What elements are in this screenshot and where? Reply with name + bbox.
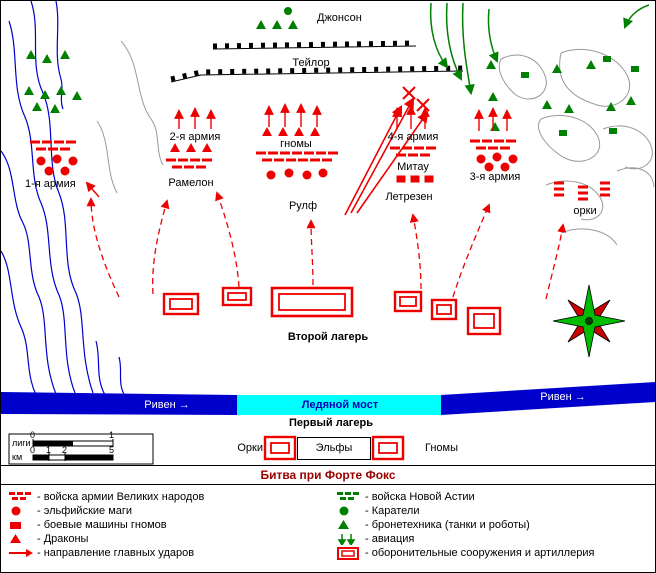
red-army2-units	[166, 143, 212, 169]
legend-label: - войска Новой Астии	[365, 491, 475, 503]
label-riven-right: Ривен →	[540, 391, 586, 403]
scale-km-tick-5: 5	[109, 445, 115, 455]
label-camp-orcs: Орки	[237, 442, 263, 454]
red-dragon-icon	[9, 533, 37, 545]
red-troops-icon	[9, 491, 37, 503]
main-strike-arrows	[344, 97, 429, 216]
label-rulf: Рулф	[288, 200, 318, 212]
label-ramelon: Рамелон	[168, 177, 214, 189]
legend-item: - войска армии Великих народов	[9, 490, 337, 504]
legend-item: - оборонительные сооружения и артиллерия	[337, 546, 655, 560]
green-aviation-arrows	[429, 2, 650, 96]
river-riven	[1, 382, 655, 415]
map-title: Битва при Форте Фокс	[1, 465, 655, 485]
legend-label: - оборонительные сооружения и артиллерия	[365, 547, 595, 559]
fortification-lines	[170, 40, 464, 83]
river-tributaries	[1, 1, 126, 397]
second-camp-forts	[162, 286, 502, 336]
red-orc-units	[554, 181, 610, 201]
legend-label: - Драконы	[37, 533, 89, 545]
label-riven-left: Ривен →	[144, 399, 190, 411]
label-second-camp: Второй лагерь	[287, 331, 369, 343]
legend-item: - Каратели	[337, 504, 655, 518]
legend-item: - боевые машины гномов	[9, 518, 337, 532]
label-orcs: орки	[573, 205, 597, 217]
green-punisher-icon	[337, 505, 365, 517]
label-gnomes: гномы	[280, 138, 312, 150]
compass-rose-icon	[552, 284, 626, 358]
label-army4: 4-я армия	[387, 131, 439, 143]
scale-km-tick-0: 0	[30, 445, 36, 455]
legend-item: - войска Новой Астии	[337, 490, 655, 504]
legend-label: - Каратели	[365, 505, 420, 517]
legend-label: - войска армии Великих народов	[37, 491, 205, 503]
legend: - войска армии Великих народов - эльфийс…	[1, 485, 655, 572]
red-machine-icon	[9, 519, 37, 531]
red-army3-units	[470, 139, 518, 172]
green-troops-icon	[337, 491, 365, 503]
label-army3: 3-я армия	[469, 171, 521, 183]
label-johnson: Джонсон	[317, 12, 362, 24]
red-gnome-units	[256, 127, 338, 180]
scale-leagues-label: лиги	[12, 438, 31, 448]
green-units	[24, 7, 639, 136]
legend-label: - боевые машины гномов	[37, 519, 167, 531]
unit-attack-arrows	[85, 103, 512, 198]
bottom-camp-forts	[263, 435, 405, 461]
label-mitau: Митау	[397, 161, 429, 173]
legend-label: - направление главных ударов	[37, 547, 195, 559]
scale-km-label: км	[12, 452, 23, 462]
scale-km-tick-2: 2	[62, 445, 68, 455]
legend-item: - направление главных ударов	[9, 546, 337, 560]
legend-item: - Драконы	[9, 532, 337, 546]
red-army1-units	[30, 140, 78, 176]
scale-l-tick-1: 1	[109, 430, 115, 440]
advance-routes	[86, 191, 567, 300]
legend-label: - бронетехника (танки и роботы)	[365, 519, 530, 531]
clash-marks	[402, 86, 430, 112]
red-fort-icon	[337, 546, 365, 560]
scale-l-tick-0: 0	[30, 430, 36, 440]
legend-item: - бронетехника (танки и роботы)	[337, 518, 655, 532]
legend-item: - эльфийские маги	[9, 504, 337, 518]
elves-camp-box: Эльфы	[297, 437, 371, 460]
label-first-camp: Первый лагерь	[288, 417, 373, 429]
label-camp-gnomes: Гномы	[425, 442, 458, 454]
label-army1: 1-я армия	[25, 178, 76, 190]
map-graphics	[1, 1, 655, 465]
legend-left-column: - войска армии Великих народов - эльфийс…	[1, 490, 337, 572]
label-army2: 2-я армия	[169, 131, 221, 143]
red-mage-icon	[9, 505, 37, 517]
label-letrezen: Летрезен	[385, 191, 433, 203]
map-area: Джонсон Тейлор 1-я армия 2-я армия Рамел…	[1, 1, 655, 465]
green-armor-icon	[337, 519, 365, 531]
legend-label: - эльфийские маги	[37, 505, 133, 517]
scale-km-tick-1: 1	[46, 445, 52, 455]
legend-item: - авиация	[337, 532, 655, 546]
green-aviation-icon	[337, 533, 365, 545]
legend-label: - авиация	[365, 533, 415, 545]
red-strike-arrow-icon	[9, 547, 37, 559]
label-taylor: Тейлор	[292, 57, 330, 69]
legend-right-column: - войска Новой Астии - Каратели - бронет…	[337, 490, 655, 572]
terrain-contours	[96, 40, 655, 246]
scale-bar	[8, 433, 154, 465]
label-ice-bridge: Ледяной мост	[301, 399, 379, 411]
